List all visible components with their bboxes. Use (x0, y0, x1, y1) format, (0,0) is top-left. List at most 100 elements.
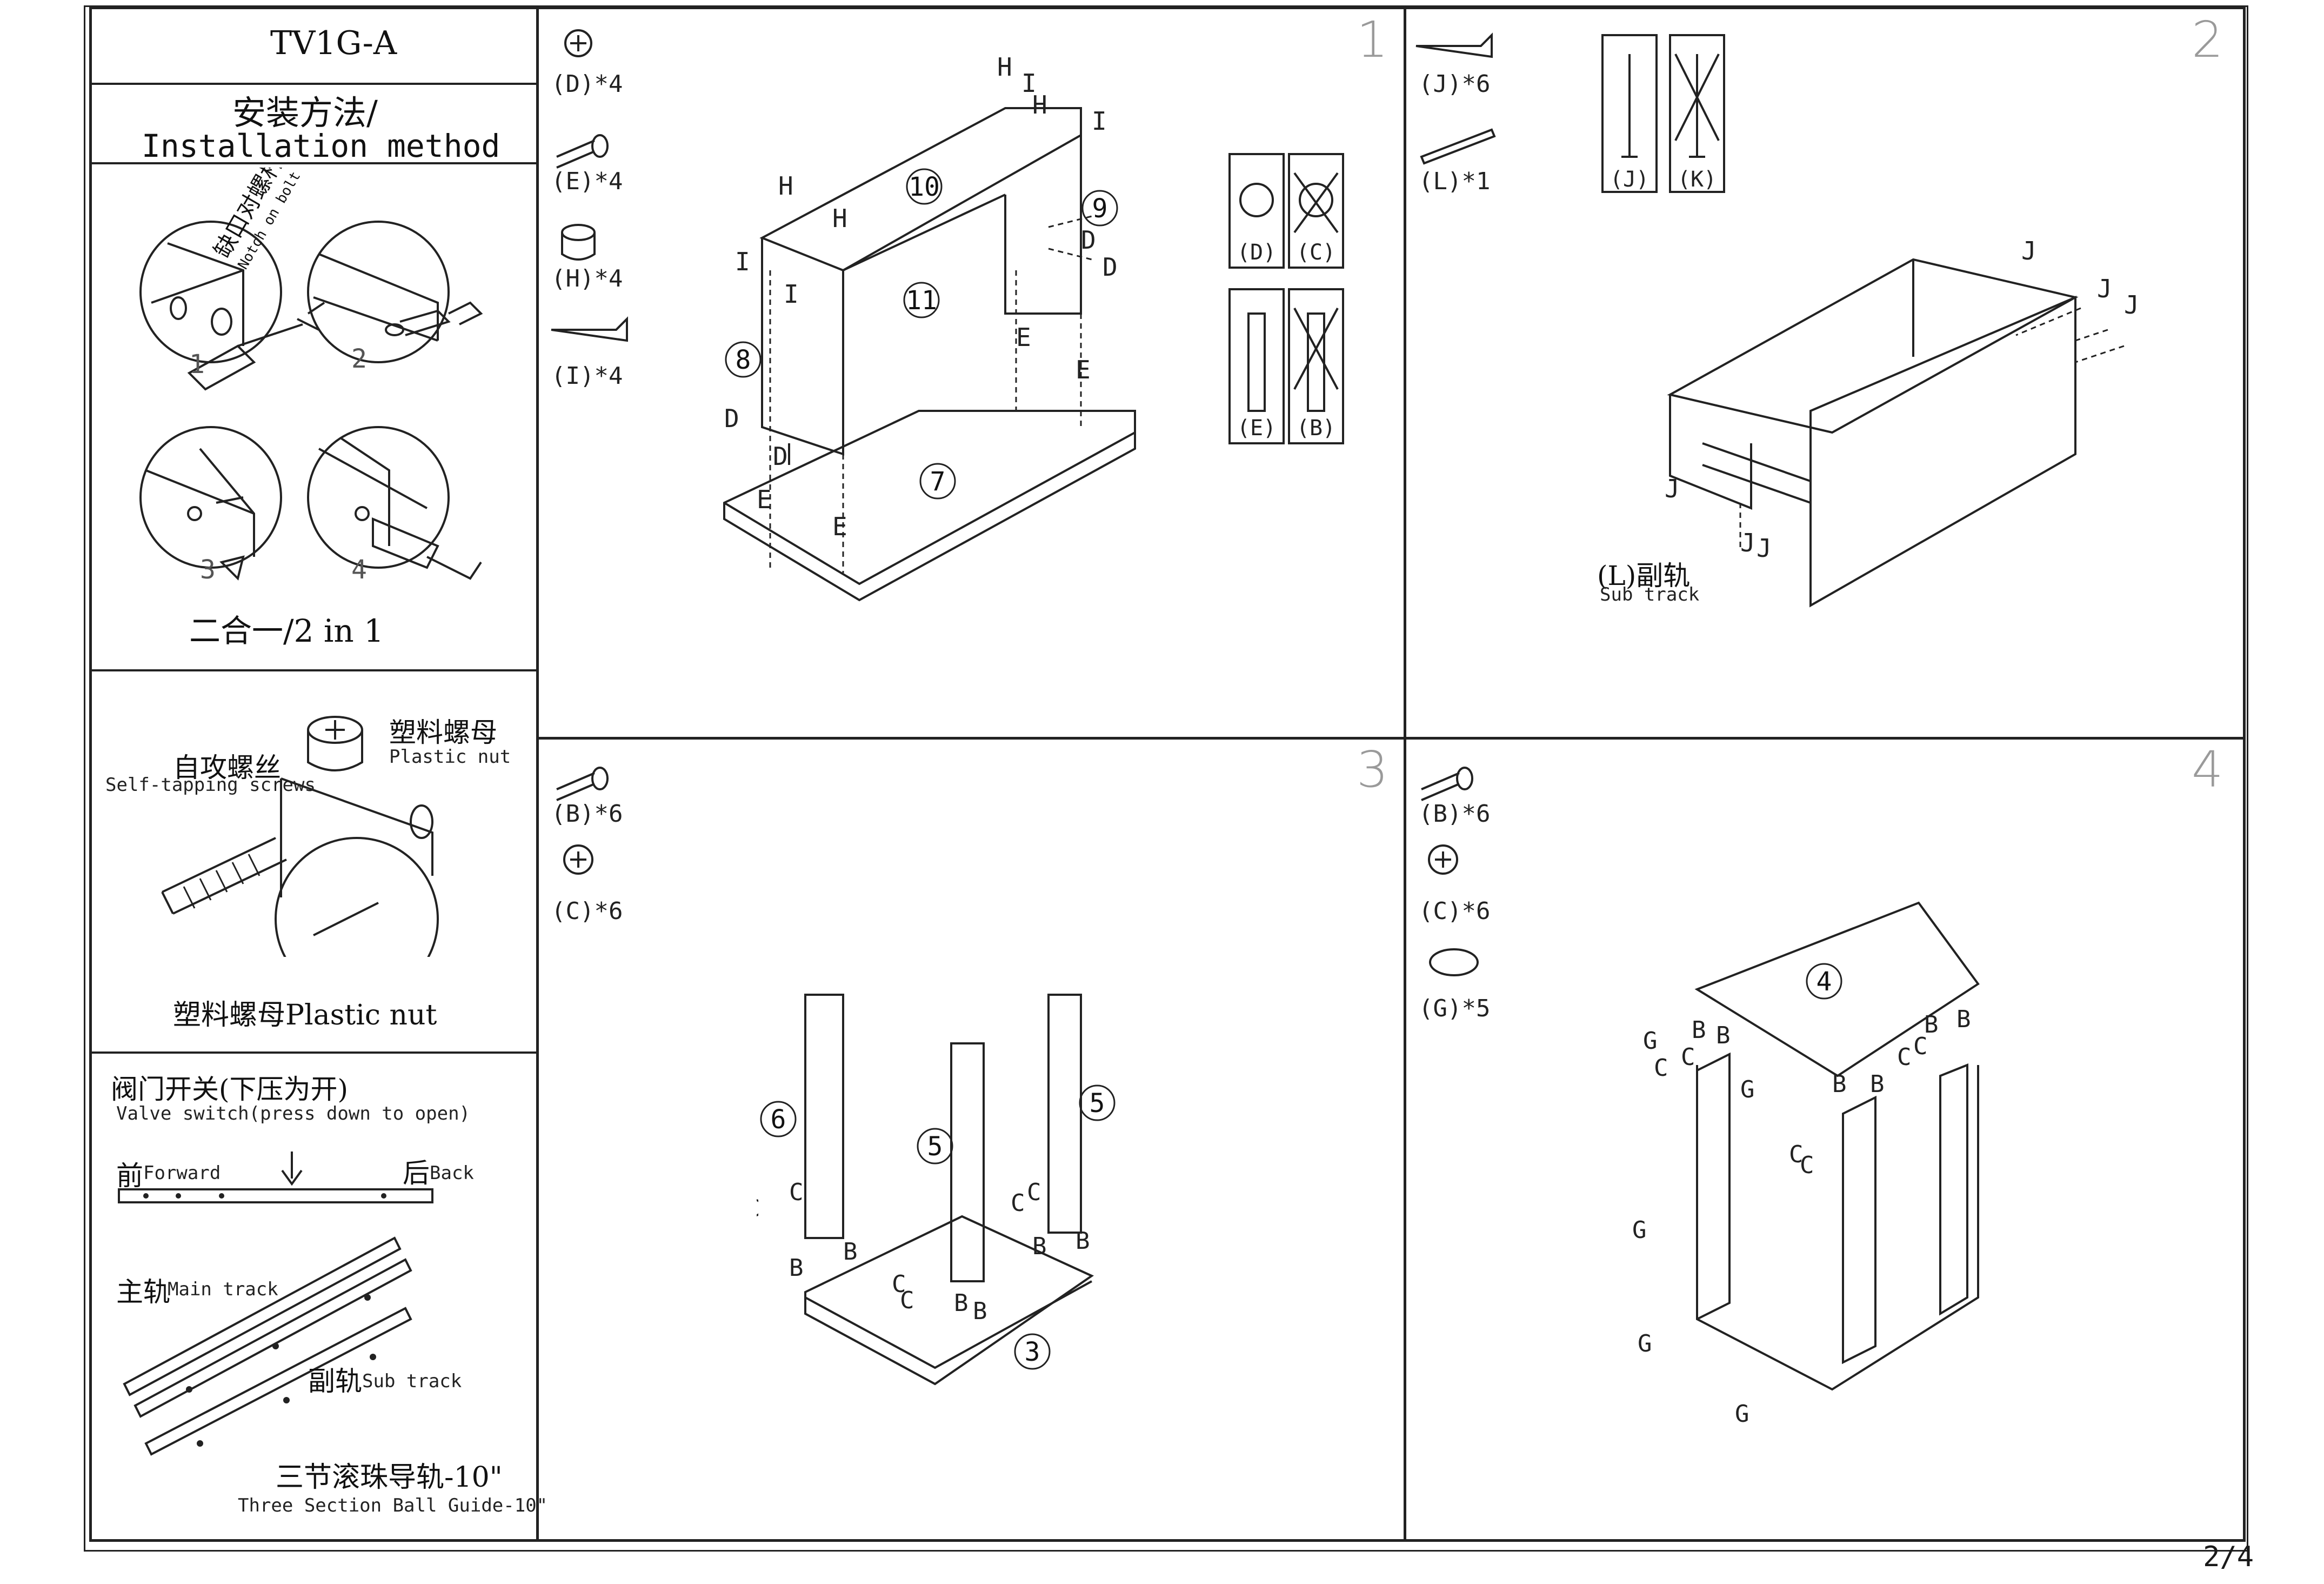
left-divider-4 (89, 1051, 538, 1054)
step3-panel-3: 3 (1025, 1337, 1040, 1367)
forward-en: Forward (143, 1162, 221, 1184)
guide-en: Three Section Ball Guide-10" (238, 1495, 548, 1516)
svg-text:H: H (778, 171, 793, 201)
step3-panel-5b: 5 (1090, 1088, 1105, 1119)
step3-panel-6: 6 (771, 1104, 786, 1135)
svg-text:C: C (1654, 1054, 1668, 1082)
svg-text:D: D (1103, 252, 1118, 282)
step1-part-e: (E)*4 (551, 168, 623, 195)
svg-text:B: B (789, 1254, 804, 1282)
left-divider-1 (89, 83, 538, 85)
step1-assembly: HI HI HH II DD EE DD EE 10 11 9 8 7 (723, 54, 1136, 602)
step2-part-icons (1415, 32, 1496, 165)
content-border (89, 6, 2246, 1542)
forward-cn: 前 (116, 1160, 143, 1192)
svg-text:J: J (2097, 274, 2112, 303)
step1-part-h: (H)*4 (551, 265, 623, 292)
step2-part-j: (J)*6 (1419, 70, 1491, 98)
svg-text:I: I (1021, 69, 1037, 98)
check-e: (E) (1237, 416, 1276, 441)
step4-panel-4: 4 (1817, 967, 1832, 997)
svg-text:H: H (832, 204, 847, 233)
sheet-border (84, 5, 2248, 1552)
svg-text:H: H (997, 54, 1012, 82)
plastic-nut-cn: 塑料螺母 (389, 717, 497, 748)
svg-text:C: C (1789, 1141, 1804, 1168)
step1-part-icons (551, 29, 628, 342)
svg-text:C: C (1027, 1179, 1041, 1206)
panel-9: 9 (1092, 194, 1108, 224)
svg-text:C: C (1681, 1043, 1695, 1071)
step2-subtrack-cn: (L)副轨 (1597, 560, 1691, 591)
svg-text:C: C (1897, 1043, 1912, 1071)
svg-text:D: D (1081, 225, 1096, 255)
panel-7: 7 (930, 467, 946, 497)
section-title-cn: 安装方法/ (232, 93, 378, 132)
step4-part-icons (1421, 767, 1479, 976)
svg-text:B: B (1924, 1011, 1939, 1039)
back-cn: 后 (403, 1157, 430, 1189)
svg-text:J: J (2021, 236, 2036, 265)
svg-text:I: I (784, 279, 799, 309)
svg-text:B: B (1692, 1016, 1706, 1044)
step4-part-b: (B)*6 (1419, 800, 1491, 828)
left-divider-2 (89, 162, 538, 164)
step3-part-b: (B)*6 (551, 800, 623, 828)
svg-text:B: B (1832, 1070, 1847, 1098)
step3-part-icons (556, 767, 609, 875)
svg-text:B: B (843, 1238, 858, 1266)
step2-subtrack-en: Sub track (1600, 584, 1700, 605)
sub-track-cn: 副轨 (308, 1366, 362, 1397)
step-3-number: 3 (1357, 741, 1388, 798)
svg-text:B: B (954, 1289, 969, 1317)
svg-text:J: J (2124, 290, 2139, 320)
svg-text:C: C (1800, 1152, 1814, 1179)
check-b: (B) (1297, 416, 1335, 441)
svg-text:C: C (900, 1287, 914, 1314)
main-track-cn: 主轨 (116, 1276, 170, 1308)
panel-10: 10 (909, 172, 940, 202)
guide-cn: 三节滚珠导轨-10" (276, 1461, 503, 1494)
svg-text:I: I (1092, 107, 1107, 136)
divider-left (536, 6, 539, 1542)
step-2-label: 2 (351, 344, 367, 374)
plastic-nut-en: Plastic nut (389, 746, 511, 768)
svg-text:D: D (773, 442, 788, 471)
svg-text:G: G (1735, 1400, 1749, 1428)
check-d: (D) (1237, 240, 1276, 265)
panel-8: 8 (736, 345, 751, 375)
step-3-label: 3 (200, 555, 216, 585)
self-tapping-cn: 自攻螺丝 (173, 752, 281, 783)
svg-text:B: B (1716, 1022, 1731, 1049)
step3-assembly: 6 5 5 3 CC BB CC BB CC BB (757, 994, 1116, 1386)
step-1-number: 1 (1357, 11, 1388, 69)
svg-text:G: G (1638, 1330, 1652, 1357)
svg-text:H: H (1032, 90, 1047, 119)
svg-text:B: B (1076, 1227, 1090, 1255)
check-c: (C) (1297, 240, 1335, 265)
sub-track-en: Sub track (362, 1370, 462, 1392)
section-title-en: Installation method (142, 128, 500, 164)
svg-text:C: C (1011, 1189, 1025, 1217)
svg-text:E: E (1076, 355, 1091, 384)
svg-text:B: B (973, 1297, 987, 1325)
divider-mid (1404, 6, 1406, 1542)
step3-panel-5a: 5 (927, 1132, 943, 1162)
svg-text:C: C (892, 1270, 906, 1298)
plastic-nut-diagram (161, 716, 439, 957)
slide-rail-diagram (118, 1152, 433, 1456)
step2-screw-choice: (J) (K) (1601, 34, 1725, 193)
step2-part-l: (L)*1 (1419, 168, 1491, 195)
svg-text:G: G (1632, 1216, 1647, 1244)
svg-text:B: B (1870, 1070, 1885, 1098)
svg-text:I: I (735, 247, 750, 276)
left-divider-3 (89, 669, 538, 671)
svg-text:G: G (1643, 1027, 1658, 1055)
page-number: 2/4 (2203, 1541, 2254, 1573)
svg-text:B: B (1956, 1006, 1971, 1033)
svg-text:C: C (789, 1179, 804, 1206)
step4-part-c: (C)*6 (1419, 897, 1491, 925)
self-tapping-en: Self-tapping screws (105, 774, 316, 796)
two-in-one-diagram: 1 2 3 4 缺口对螺杆 Notch on bolt screw (139, 168, 483, 585)
